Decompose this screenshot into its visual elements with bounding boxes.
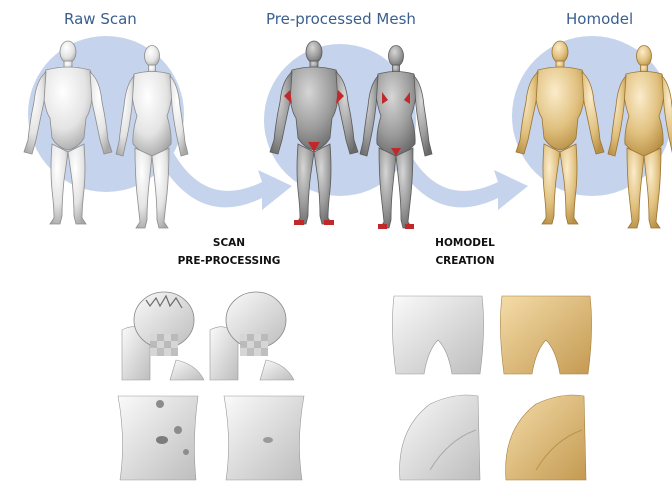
detail-homodel-hips <box>500 294 592 374</box>
step-label-line2: PRE-PROCESSING <box>168 252 290 270</box>
step-label-line2: CREATION <box>410 252 520 270</box>
detail-raw-head <box>122 290 204 380</box>
detail-processed-hips <box>392 294 484 374</box>
flow-arrow-1 <box>160 150 292 210</box>
detail-raw-torso <box>116 396 202 480</box>
detail-processed-head <box>210 290 294 380</box>
detail-processed-torso <box>222 396 308 480</box>
step-label-scan-preprocessing: SCAN PRE-PROCESSING <box>168 234 290 270</box>
step-label-line1: HOMODEL <box>410 234 520 252</box>
step-label-homodel-creation: HOMODEL CREATION <box>410 234 520 270</box>
flow-arrow-2 <box>396 150 528 210</box>
step-label-line1: SCAN <box>168 234 290 252</box>
detail-processed-shoulder <box>392 392 480 480</box>
detail-homodel-shoulder <box>498 392 586 480</box>
